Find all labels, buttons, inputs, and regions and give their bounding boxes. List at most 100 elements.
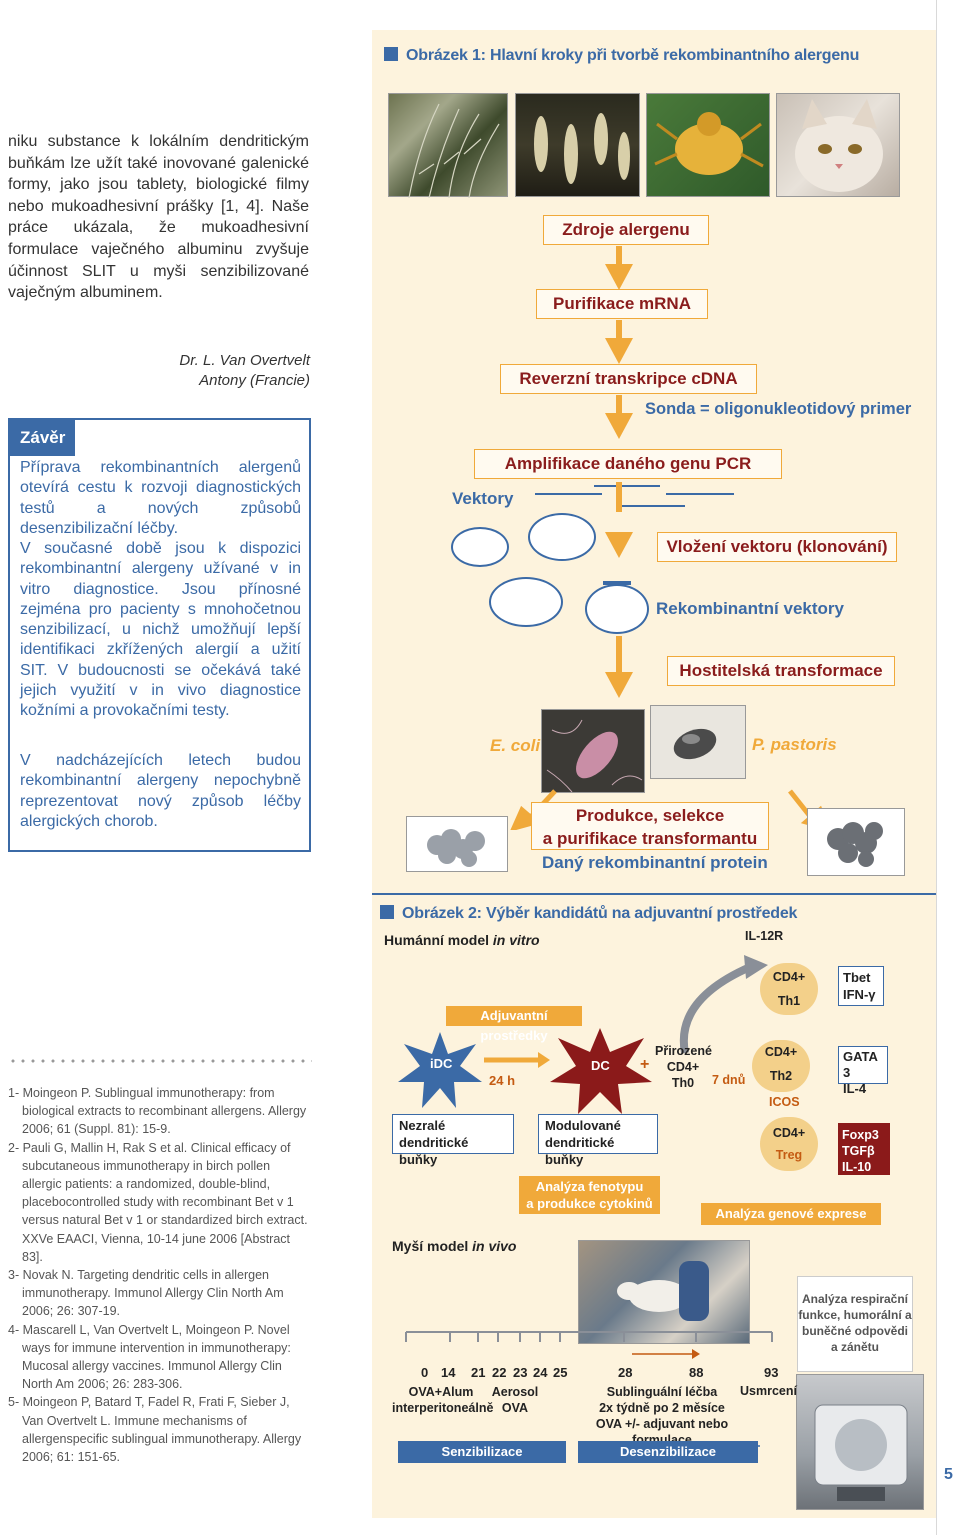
treg-cell: CD4+ Treg: [760, 1117, 818, 1171]
protein-structure-right: [807, 808, 905, 876]
photo-ecoli: [541, 709, 645, 793]
ecoli-photo-drawing: [546, 719, 643, 793]
th2-cd4: CD4+: [764, 1045, 798, 1059]
sublingual-label: Sublinguální léčba 2x týdně po 2 měsíce …: [568, 1384, 756, 1448]
photo-pastoris: [650, 705, 746, 779]
model-vivo: Myší model in vivo: [392, 1238, 517, 1254]
idc-cell-drawing: [398, 1032, 482, 1108]
arrow-down-icon: [605, 672, 633, 698]
label-vektory: Vektory: [452, 489, 514, 508]
protein-right-drawing: [827, 822, 883, 867]
il12r-label: IL-12R: [745, 929, 784, 943]
modulated-dc-line1: Modulované: [545, 1118, 621, 1133]
timeline-tick-label: 0: [421, 1365, 429, 1380]
conclusion-box: Závěr Příprava rekombinantních alergenů …: [8, 418, 311, 852]
timeline-tick-label: 24: [533, 1365, 548, 1380]
icos-label: ICOS: [769, 1095, 800, 1109]
vector-circle: [585, 584, 649, 634]
treg-label: Treg: [775, 1148, 803, 1162]
th2-label: Th2: [769, 1069, 793, 1083]
label-rekombinantni-vektory: Rekombinantní vektory: [656, 599, 844, 618]
references-list: 1- Moingeon P. Sublingual immunotherapy:…: [8, 1084, 308, 1466]
th1-cell: CD4+ Th1: [760, 963, 818, 1015]
author-name: Dr. L. Van Overtvelt: [179, 352, 310, 369]
reference-item: 2- Pauli G, Mallin H, Rak S et al. Clini…: [8, 1140, 308, 1264]
step-amplifikace: Amplifikace daného genu PCR: [474, 449, 782, 479]
mite-photo-drawing: [654, 112, 764, 175]
foxp3-label: Foxp3: [842, 1128, 879, 1142]
th0-label: Th0: [671, 1076, 695, 1090]
tbet-box: Tbet IFN-γ: [838, 966, 884, 1006]
arrow-stem-2: [616, 320, 622, 340]
protein-structure-left: [406, 816, 508, 872]
desensitization-bar: Desenzibilizace: [578, 1441, 758, 1463]
gata3-box: GATA 3 IL-4: [838, 1046, 888, 1096]
vector-circle: [489, 577, 563, 627]
phenotype-analysis-bar: Analýza fenotypu a produkce cytokinů: [519, 1176, 660, 1214]
ova-alum-line1: OVA+Alum: [408, 1385, 474, 1399]
figure2-title: Obrázek 2: Výběr kandidátů na adjuvantní…: [380, 905, 797, 923]
timeline-tick-label: 88: [689, 1365, 704, 1380]
label-sonda: Sonda = oligonukleotidový primer: [645, 400, 912, 418]
gene-expression-bar: Analýza genové exprese: [701, 1203, 881, 1225]
curved-arrows-drawing: [679, 955, 768, 1054]
photo-catkins: [515, 93, 640, 197]
conclusion-para1: Příprava rekombinantních alergenů otevír…: [20, 459, 301, 537]
arrow-down-icon: [605, 338, 633, 364]
sacrifice-label: Usmrcení: [740, 1384, 797, 1398]
il10-label: IL-10: [842, 1160, 872, 1174]
timeline-tick-label: 14: [441, 1365, 456, 1380]
produkce-line1: Produkce, selekce: [575, 806, 725, 825]
immature-dc-box: Nezralé dendritické buňky: [392, 1114, 514, 1167]
treg-cd4: CD4+: [772, 1126, 806, 1140]
insert-segment: [603, 581, 631, 585]
timeline-tick-label: 93: [764, 1365, 779, 1380]
timeline-tick-label: 25: [553, 1365, 568, 1380]
arrow-stem-5: [616, 636, 622, 674]
sublingual-line1: Sublinguální léčba: [606, 1385, 718, 1399]
sensitization-bar: Senzibilizace: [398, 1441, 566, 1463]
photo-cat: [776, 93, 900, 197]
timeline-tick-label: 23: [513, 1365, 528, 1380]
label-protein: Daný rekombinantní protein: [542, 853, 768, 872]
respiratory-analysis-box: Analýza respirační funkce, humorální a b…: [797, 1276, 913, 1372]
step-produkce: Produkce, selekce a purifikace transform…: [531, 802, 769, 850]
tbet-label: Tbet: [843, 970, 871, 985]
page-number: 5: [944, 1466, 953, 1483]
th0-cell: Přirozené CD4+ Th0: [655, 1043, 712, 1093]
produkce-line2: a purifikace transformantu: [542, 829, 758, 848]
step-zdroje: Zdroje alergenu: [543, 215, 709, 245]
step-hostitelska: Hostitelská transformace: [667, 656, 895, 686]
dc-cell-drawing: [550, 1028, 652, 1114]
arrow-stem-4: [616, 482, 622, 512]
cat-photo-drawing: [795, 99, 883, 192]
th2-cell: CD4+ Th2: [752, 1040, 810, 1092]
arrow-stem-3: [616, 395, 622, 415]
phenotype-line2: a produkce cytokinů: [526, 1196, 653, 1211]
figure1-title: Obrázek 1: Hlavní kroky při tvorbě rekom…: [384, 47, 859, 65]
author-block: Dr. L. Van Overtvelt Antony (Francie): [150, 351, 310, 391]
arrow-down-icon: [605, 264, 633, 290]
il4-label: IL-4: [843, 1081, 867, 1096]
label-ecoli: E. coli: [490, 736, 541, 755]
arrow-down-icon: [605, 413, 633, 439]
timeline-tick-label: 28: [618, 1365, 633, 1380]
th0-natural: Přirozené: [655, 1044, 712, 1058]
conclusion-heading: Závěr: [10, 420, 76, 456]
reference-item: 3- Novak N. Targeting dendritic cells in…: [8, 1268, 284, 1319]
pastoris-photo-drawing: [673, 728, 717, 760]
ova-alum-label: OVA+Alum interperitoneálně: [392, 1384, 493, 1416]
step-vlozeni: Vložení vektoru (klonování): [657, 532, 897, 562]
arrow-right-icon: [484, 1052, 550, 1068]
intro-paragraph: niku substance k lokálním dendritickým b…: [8, 133, 309, 302]
step-reverzni: Reverzní transkripce cDNA: [500, 364, 757, 394]
photo-mite: [646, 93, 770, 197]
arrow-down-icon: [605, 532, 633, 558]
vector-circle: [451, 527, 509, 567]
th0-cd4: CD4+: [666, 1060, 700, 1074]
label-pastoris: P. pastoris: [752, 735, 837, 754]
reference-item: 4- Mascarell L, Van Overtvelt L, Moingeo…: [8, 1322, 291, 1392]
page-edge-line: [936, 0, 937, 1535]
conclusion-para2: V současné době jsou k dispozici rekombi…: [20, 540, 301, 720]
square-bullet-icon: [384, 47, 398, 61]
